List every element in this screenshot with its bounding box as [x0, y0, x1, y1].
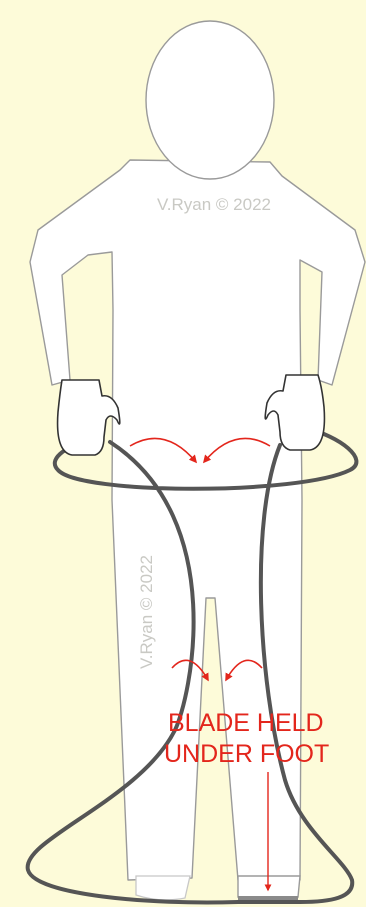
annotation-line-2: UNDER FOOT — [164, 740, 329, 768]
right-foot — [238, 876, 300, 897]
body-outline — [30, 160, 365, 880]
watermark-leg: V.Ryan © 2022 — [137, 555, 156, 669]
left-foot — [136, 876, 190, 900]
head — [146, 21, 274, 179]
annotation-line-1: BLADE HELD — [168, 709, 324, 737]
watermark-chest: V.Ryan © 2022 — [157, 195, 271, 214]
